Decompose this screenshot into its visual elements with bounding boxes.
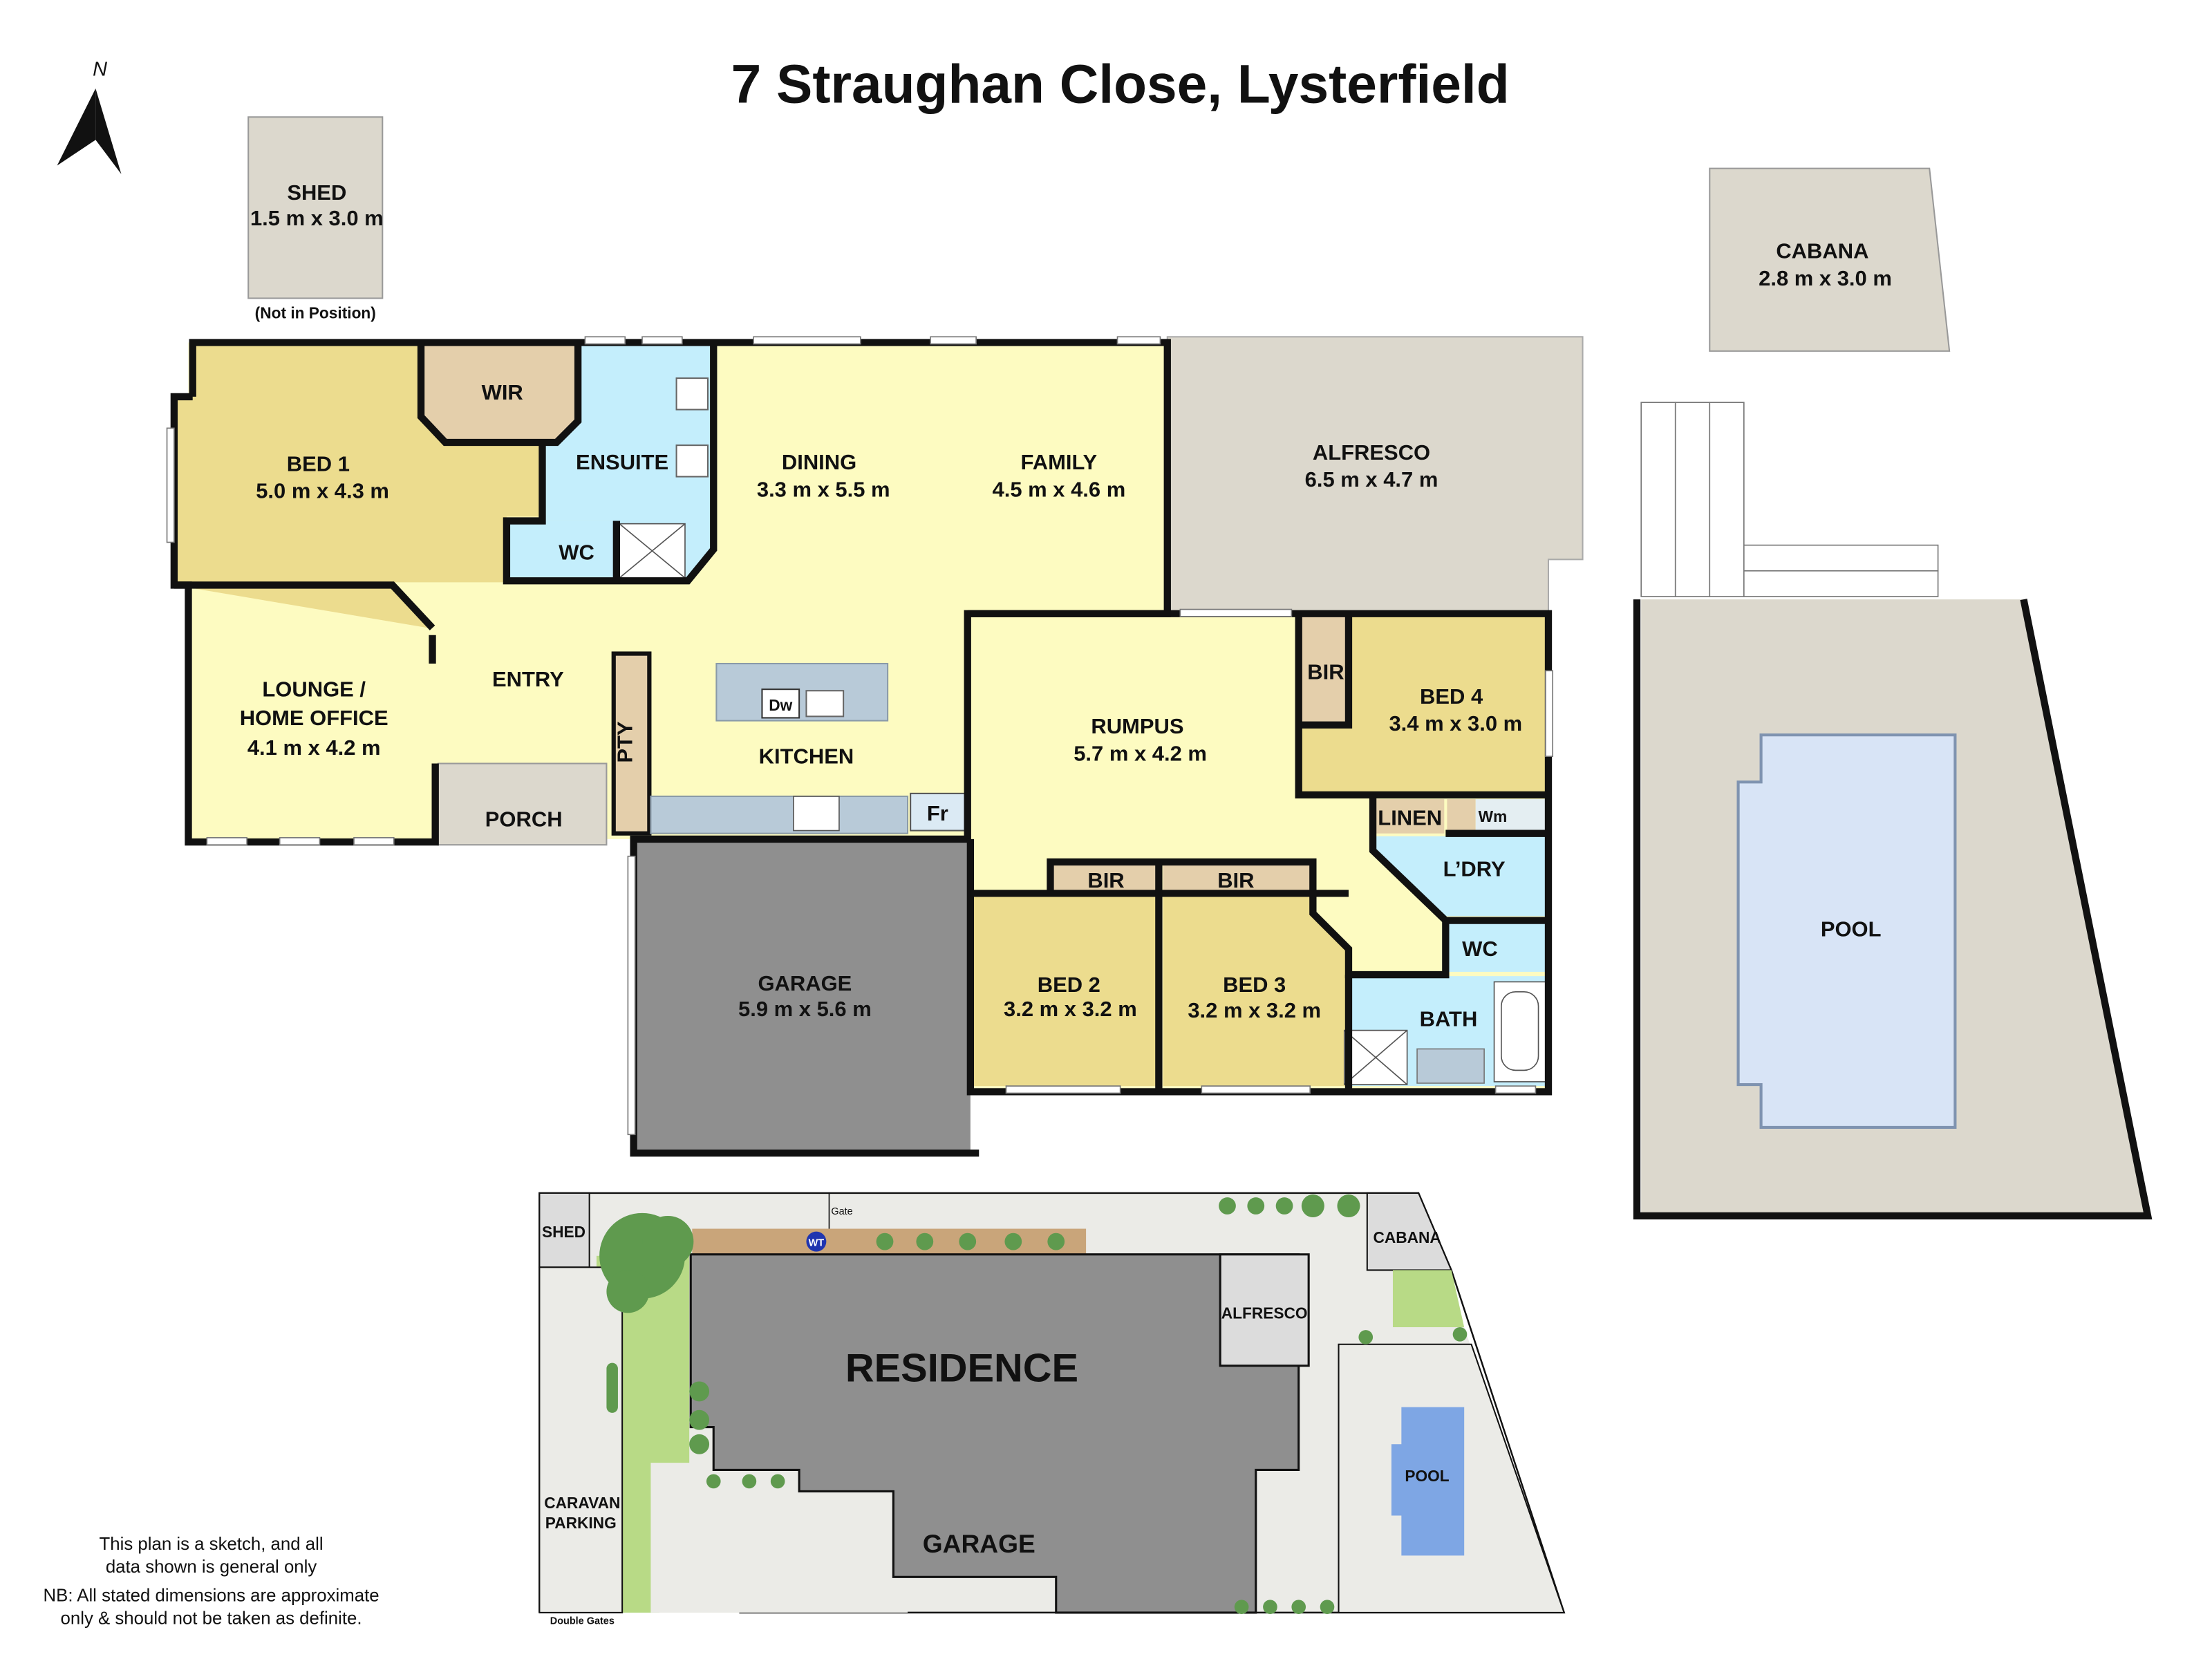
svg-text:5.0 m x 4.3 m: 5.0 m x 4.3 m — [256, 479, 389, 503]
label-dishwasher: Dw — [769, 696, 792, 714]
svg-text:(Not in Position): (Not in Position) — [255, 303, 376, 321]
site-pool: POOL — [1405, 1467, 1449, 1485]
tree-icon — [599, 1194, 1468, 1614]
site-double-gates: Double Gates — [550, 1615, 615, 1627]
label-bir2: BIR — [1087, 868, 1124, 892]
label-bed3: BED 3 — [1223, 973, 1286, 997]
svg-text:N: N — [93, 58, 107, 80]
svg-text:This plan is a sketch, and all: This plan is a sketch, and all — [100, 1535, 324, 1554]
cabana: CABANA 2.8 m x 3.0 m — [1709, 167, 1951, 352]
site-caravan-parking: CARAVAN — [544, 1494, 620, 1512]
label-kitchen: KITCHEN — [759, 744, 854, 769]
label-wm: Wm — [1479, 807, 1508, 825]
bed2 — [970, 893, 1159, 1087]
svg-text:3.4 m x 3.0 m: 3.4 m x 3.0 m — [1389, 711, 1522, 735]
label-rumpus: RUMPUS — [1091, 714, 1183, 738]
svg-text:PARKING: PARKING — [545, 1514, 617, 1532]
kitchen-island — [715, 662, 889, 722]
bed1 — [174, 342, 543, 628]
svg-text:3.3 m x 5.5 m: 3.3 m x 5.5 m — [757, 477, 890, 501]
label-ensuite: ENSUITE — [576, 450, 668, 474]
label-bed2: BED 2 — [1038, 973, 1100, 997]
svg-text:SHED: SHED — [287, 180, 346, 205]
svg-text:only & should not be taken as: only & should not be taken as definite. — [61, 1609, 362, 1628]
label-wc2: WC — [1462, 937, 1498, 961]
porch — [437, 762, 608, 846]
pool — [1736, 733, 1957, 1130]
label-lounge: LOUNGE / — [262, 677, 366, 701]
label-wir: WIR — [482, 380, 523, 404]
svg-text:3.2 m x 3.2 m: 3.2 m x 3.2 m — [1188, 998, 1321, 1022]
label-bir4: BIR — [1307, 660, 1344, 684]
svg-text:ALFRESCO: ALFRESCO — [1313, 440, 1430, 465]
room-labels: BED 1 5.0 m x 4.3 m WIR ENSUITE WC DININ… — [240, 380, 1522, 1031]
svg-text:6.5 m x 4.7 m: 6.5 m x 4.7 m — [1305, 467, 1438, 491]
site-shed: SHED — [542, 1223, 585, 1241]
label-porch: PORCH — [485, 807, 563, 831]
svg-text:HOME OFFICE: HOME OFFICE — [240, 706, 388, 730]
site-plan: SHED Gate ALFRESCO RESIDENCE GARAGE CABA… — [538, 1192, 1566, 1627]
linen — [1373, 799, 1445, 834]
svg-text:2.8 m x 3.0 m: 2.8 m x 3.0 m — [1759, 266, 1892, 290]
label-laundry: L’DRY — [1443, 857, 1506, 881]
bir3 — [1163, 861, 1313, 894]
wc2 — [1448, 920, 1548, 972]
label-family: FAMILY — [1021, 450, 1098, 474]
site-cabana: CABANA — [1373, 1228, 1441, 1246]
garage — [633, 838, 971, 1154]
water-tank-icon — [806, 1231, 827, 1252]
label-pty: PTY — [613, 721, 637, 763]
wc1 — [506, 521, 617, 581]
svg-text:5.9 m x 5.6 m: 5.9 m x 5.6 m — [738, 997, 872, 1021]
house — [166, 336, 1554, 1157]
svg-text:5.7 m x 4.2 m: 5.7 m x 4.2 m — [1074, 741, 1207, 765]
wir — [421, 342, 579, 442]
svg-text:1.5 m x 3.0 m: 1.5 m x 3.0 m — [250, 206, 384, 230]
kitchen-bench — [650, 795, 909, 834]
plan-title: 7 Straughan Close, Lysterfield — [731, 54, 1510, 115]
disclaimer: This plan is a sketch, and all data show… — [44, 1535, 379, 1628]
label-wc1: WC — [559, 540, 594, 564]
svg-text:4.5 m x 4.6 m: 4.5 m x 4.6 m — [993, 477, 1126, 501]
svg-text:data shown is general only: data shown is general only — [106, 1557, 317, 1577]
label-bir3: BIR — [1217, 868, 1254, 892]
site-garage: GARAGE — [923, 1529, 1035, 1558]
pool-area: POOL — [1633, 402, 2153, 1220]
svg-text:3.2 m x 3.2 m: 3.2 m x 3.2 m — [1004, 997, 1137, 1021]
site-alfresco: ALFRESCO — [1221, 1304, 1308, 1322]
label-dining: DINING — [782, 450, 856, 474]
bir4 — [1301, 616, 1349, 725]
svg-text:WT: WT — [809, 1237, 825, 1248]
svg-text:CABANA: CABANA — [1776, 239, 1868, 263]
svg-text:POOL: POOL — [1821, 917, 1882, 941]
site-gate: Gate — [831, 1206, 852, 1217]
label-bath: BATH — [1420, 1006, 1478, 1031]
label-bed4: BED 4 — [1420, 684, 1483, 709]
shed: SHED 1.5 m x 3.0 m (Not in Position) — [247, 116, 384, 321]
bir2 — [1050, 861, 1159, 894]
svg-text:NB: All stated dimensions are: NB: All stated dimensions are approximat… — [44, 1586, 379, 1605]
alfresco: ALFRESCO 6.5 m x 4.7 m — [1166, 336, 1584, 615]
fridge — [910, 792, 966, 832]
ensuite — [542, 342, 714, 581]
pantry — [611, 651, 652, 836]
bed3 — [1163, 893, 1349, 1087]
svg-text:4.1 m x 4.2 m: 4.1 m x 4.2 m — [247, 735, 381, 760]
label-entry: ENTRY — [492, 667, 564, 691]
label-bed1: BED 1 — [287, 451, 350, 476]
label-fridge: Fr — [927, 801, 948, 825]
laundry — [1373, 836, 1548, 917]
bed4 — [1301, 616, 1548, 792]
label-garage: GARAGE — [758, 971, 852, 995]
site-residence: RESIDENCE — [845, 1346, 1078, 1390]
label-linen: LINEN — [1378, 805, 1442, 830]
